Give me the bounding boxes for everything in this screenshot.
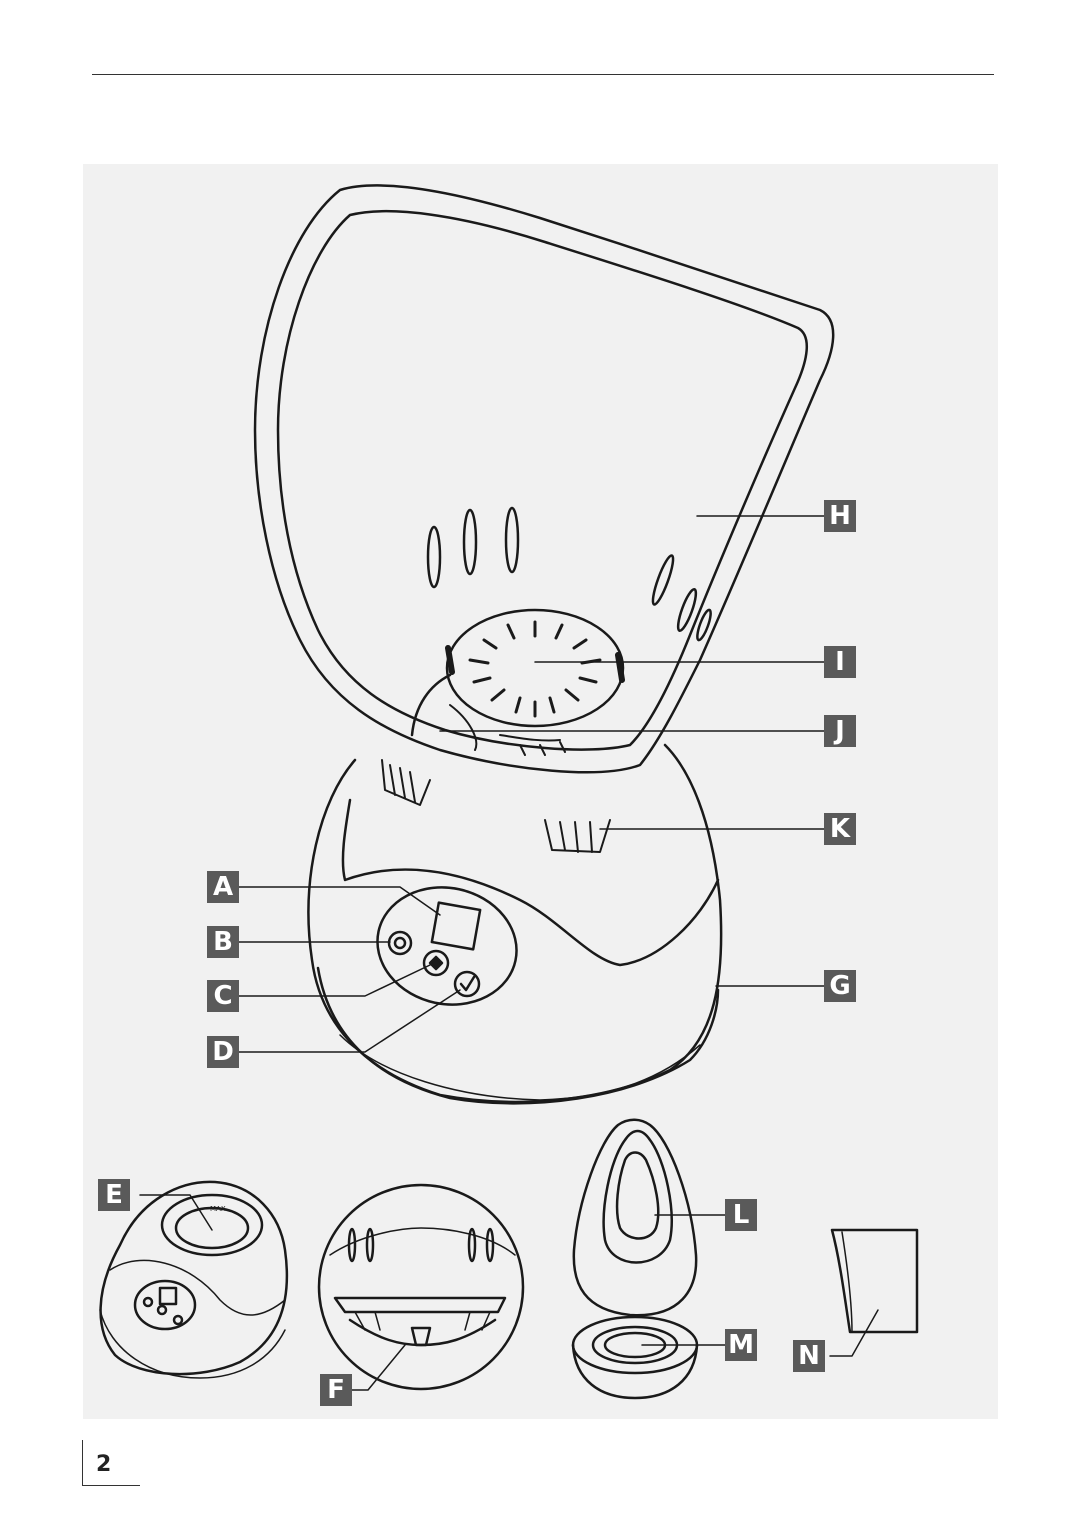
label-j: J xyxy=(824,715,856,747)
label-d: D xyxy=(207,1036,239,1068)
label-g: G xyxy=(824,970,856,1002)
label-i: I xyxy=(824,646,856,678)
max-marking: MAX xyxy=(210,1205,226,1213)
page-number: 2 xyxy=(96,1452,112,1477)
small-base-unit: MAX xyxy=(99,1180,289,1379)
power-button-icon xyxy=(387,930,413,956)
grip-left xyxy=(381,759,431,806)
label-b: B xyxy=(207,926,239,958)
leaf-button-icon xyxy=(422,949,450,977)
page-number-bracket xyxy=(82,1440,83,1486)
nose-attachment xyxy=(572,1118,726,1317)
label-k: K xyxy=(824,813,856,845)
timer-button-icon xyxy=(453,970,481,998)
water-tank-detail xyxy=(317,1183,525,1391)
page-number-rule xyxy=(82,1485,140,1486)
grip-right xyxy=(544,819,611,853)
header-rule xyxy=(92,74,994,75)
aroma-disc xyxy=(445,608,625,728)
figure-panel xyxy=(83,164,998,1419)
nozzle-collar xyxy=(410,673,566,756)
label-a: A xyxy=(207,871,239,903)
leader-lines xyxy=(237,515,826,1053)
nose-ring xyxy=(571,1315,726,1400)
display-icon xyxy=(430,901,482,951)
label-c: C xyxy=(207,980,239,1012)
label-n: N xyxy=(793,1340,825,1372)
measuring-cup xyxy=(829,1228,919,1357)
label-m: M xyxy=(725,1329,757,1361)
face-mask xyxy=(253,184,835,774)
label-l: L xyxy=(725,1199,757,1231)
label-e: E xyxy=(98,1179,130,1211)
label-h: H xyxy=(824,500,856,532)
base-unit xyxy=(307,743,723,1105)
label-f: F xyxy=(320,1374,352,1406)
